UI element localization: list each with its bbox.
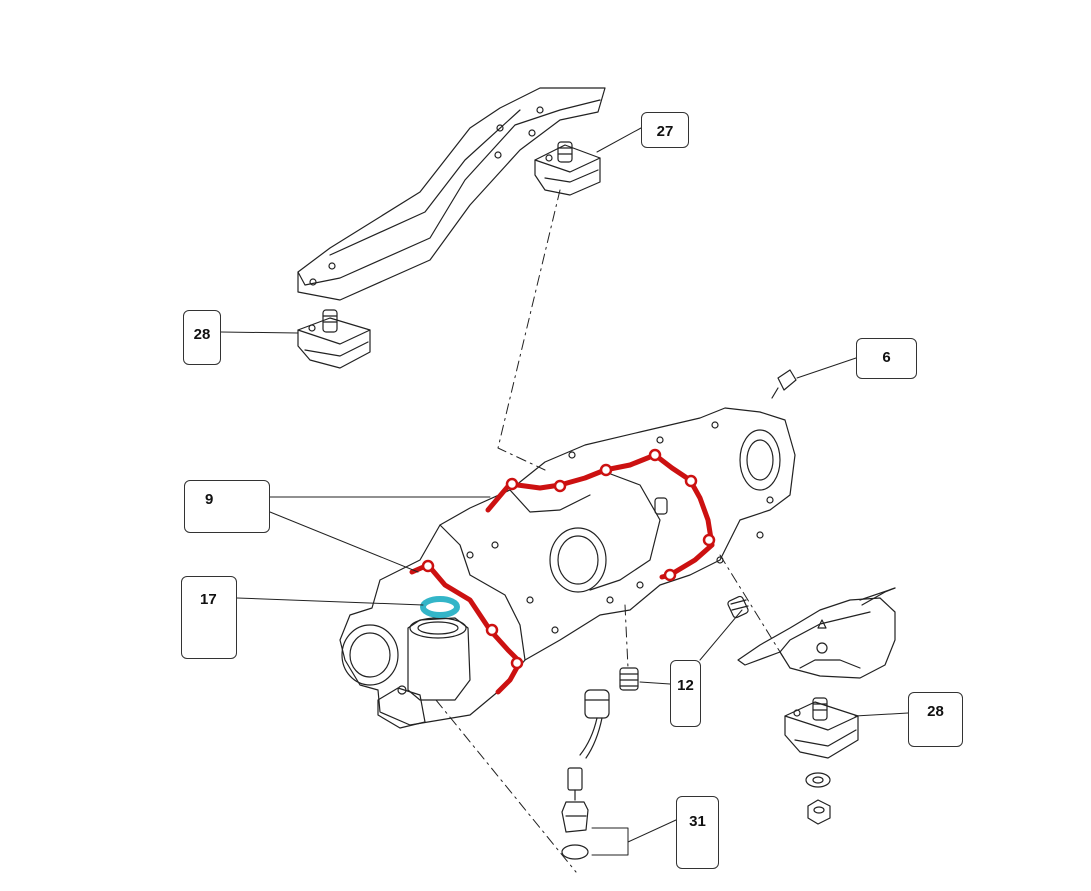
callout-6-label: 6: [882, 349, 891, 366]
leader-lines: [220, 127, 909, 856]
crossmember-bracket: [297, 87, 606, 301]
mount-nut: [807, 799, 831, 825]
engine-mount-upper-right: [534, 141, 601, 196]
callout-12-label: 12: [677, 677, 694, 694]
callout-17-label: 17: [200, 591, 217, 608]
callout-27: 27: [641, 112, 689, 148]
engine-mount-lower-right: [784, 697, 859, 759]
callout-12: 12: [670, 660, 701, 727]
drain-plug: [619, 667, 639, 691]
sensor-switch: [561, 689, 610, 860]
engine-mount-upper-left: [297, 309, 371, 369]
callout-6: 6: [856, 338, 917, 379]
callout-27-label: 27: [656, 123, 674, 140]
mount-washer: [805, 772, 831, 788]
fill-plug: [727, 595, 749, 619]
breather-bolt: [771, 369, 797, 399]
transfer-case-housing: [339, 407, 796, 729]
callout-28-lower: 28: [908, 692, 963, 747]
callout-28-upper-label: 28: [193, 326, 211, 343]
washer-highlight: [420, 596, 460, 618]
callout-28-upper: 28: [183, 310, 221, 365]
callout-9: 9: [184, 480, 270, 533]
protective-cover: [737, 587, 896, 679]
callout-31: 31: [676, 796, 719, 869]
callout-17: 17: [181, 576, 237, 659]
callout-28-lower-label: 28: [927, 703, 944, 720]
callout-31-label: 31: [689, 813, 706, 830]
callout-9-label: 9: [205, 491, 214, 508]
relation-lines: [435, 189, 786, 873]
